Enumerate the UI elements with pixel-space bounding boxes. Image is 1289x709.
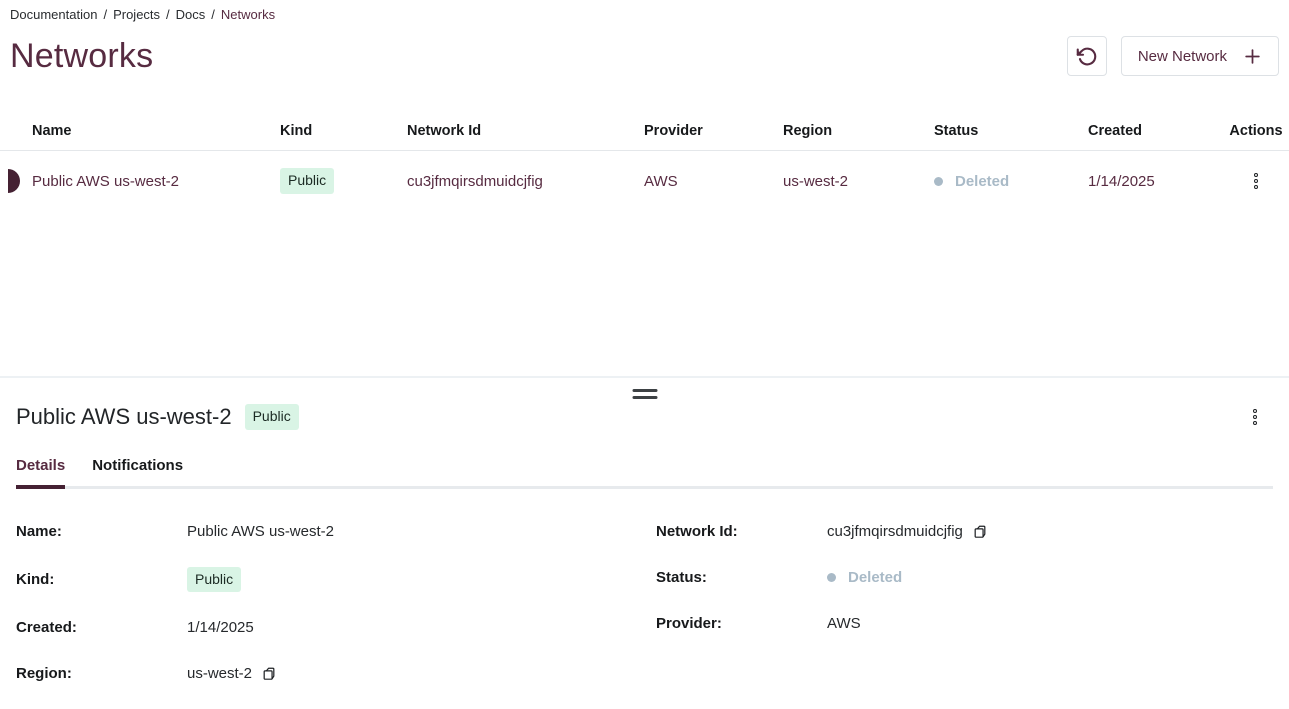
detail-row-provider: Provider: AWS	[656, 613, 1273, 634]
breadcrumb: Documentation / Projects / Docs / Networ…	[10, 7, 1289, 22]
breadcrumb-separator: /	[211, 7, 215, 22]
detail-value: AWS	[827, 615, 861, 632]
column-header-provider: Provider	[644, 122, 703, 139]
plus-icon	[1243, 47, 1262, 66]
detail-value: 1/14/2025	[187, 619, 254, 637]
cell-kind: Public	[280, 168, 407, 194]
detail-label: Name:	[16, 523, 62, 540]
networks-table: Name Kind Network Id Provider Region Sta…	[0, 111, 1289, 211]
detail-row-network-id: Network Id: cu3jfmqirsdmuidcjfig	[656, 521, 1273, 542]
column-header-kind: Kind	[280, 122, 313, 139]
drawer-tabs: Details Notifications	[16, 457, 1273, 489]
status-dot	[934, 176, 943, 186]
detail-label: Kind:	[16, 571, 55, 589]
drawer-header: Public AWS us-west-2 Public	[0, 378, 1289, 430]
detail-kind-badge: Public	[187, 567, 242, 593]
table-row[interactable]: Public AWS us-west-2 Public cu3jfmqirsdm…	[0, 151, 1289, 211]
drawer-kebab-menu-icon[interactable]	[1249, 405, 1261, 429]
detail-value: Public AWS us-west-2	[187, 523, 334, 540]
detail-label: Created:	[16, 619, 77, 637]
tab-details[interactable]: Details	[16, 457, 66, 489]
cell-status: Deleted	[934, 173, 1088, 190]
cell-name: Public AWS us-west-2	[32, 172, 179, 190]
table-header-row: Name Kind Network Id Provider Region Sta…	[0, 111, 1289, 151]
copy-region-button[interactable]	[262, 666, 276, 681]
detail-row-kind: Kind: Public	[16, 567, 640, 593]
cell-provider: AWS	[644, 172, 678, 190]
details-grid: Name: Public AWS us-west-2 Kind: Public …	[0, 489, 1289, 709]
detail-value: cu3jfmqirsdmuidcjfig	[827, 523, 963, 540]
page-title: Networks	[10, 36, 154, 75]
row-kebab-menu-icon[interactable]	[1250, 169, 1262, 193]
details-right-column: Network Id: cu3jfmqirsdmuidcjfig Statu	[640, 521, 1273, 709]
rotate-ccw-icon	[1076, 46, 1097, 67]
details-drawer: Public AWS us-west-2 Public Details Noti…	[0, 376, 1289, 707]
new-network-button-label: New Network	[1137, 47, 1227, 65]
new-network-button[interactable]: New Network	[1120, 36, 1279, 76]
cell-created: 1/14/2025	[1088, 172, 1155, 190]
breadcrumb-separator: /	[103, 7, 108, 22]
drawer-drag-handle[interactable]	[628, 387, 661, 401]
detail-value: us-west-2	[187, 665, 253, 683]
column-header-region: Region	[783, 122, 833, 139]
breadcrumb-item-networks: Networks	[220, 7, 276, 22]
cell-region: us-west-2	[783, 172, 849, 190]
breadcrumb-item-docs[interactable]: Docs	[175, 7, 206, 22]
page-header: Networks New Network	[10, 34, 1279, 78]
column-header-status: Status	[934, 122, 979, 139]
header-actions: New Network	[1066, 36, 1279, 76]
column-header-created: Created	[1088, 122, 1142, 139]
column-header-name: Name	[32, 122, 72, 139]
detail-row-name: Name: Public AWS us-west-2	[16, 521, 640, 542]
status-label: Deleted	[955, 172, 1010, 190]
copy-icon	[973, 524, 987, 539]
cell-network-id: cu3jfmqirsdmuidcjfig	[407, 172, 543, 190]
copy-network-id-button[interactable]	[973, 524, 987, 539]
refresh-button[interactable]	[1066, 36, 1107, 76]
column-header-network-id: Network Id	[407, 122, 482, 139]
drawer-title: Public AWS us-west-2	[16, 404, 232, 429]
column-header-actions: Actions	[1229, 122, 1283, 139]
row-selected-indicator	[8, 169, 20, 193]
detail-row-region: Region: us-west-2	[16, 663, 640, 684]
tab-notifications[interactable]: Notifications	[92, 457, 183, 486]
detail-label: Status:	[656, 569, 707, 586]
kind-badge: Public	[280, 168, 335, 194]
breadcrumb-item-projects[interactable]: Projects	[113, 7, 161, 22]
detail-label: Network Id:	[656, 523, 738, 540]
detail-label: Provider:	[656, 615, 722, 632]
detail-row-created: Created: 1/14/2025	[16, 617, 640, 638]
detail-row-status: Status: Deleted	[656, 567, 1273, 588]
status-label: Deleted	[848, 569, 903, 586]
copy-icon	[262, 666, 276, 681]
breadcrumb-separator: /	[166, 7, 170, 22]
details-left-column: Name: Public AWS us-west-2 Kind: Public …	[16, 521, 640, 709]
breadcrumb-item-documentation[interactable]: Documentation	[10, 7, 98, 22]
cell-actions	[1223, 169, 1289, 193]
detail-label: Region:	[16, 665, 72, 683]
status-dot	[827, 573, 836, 582]
drawer-kind-badge: Public	[244, 404, 299, 430]
